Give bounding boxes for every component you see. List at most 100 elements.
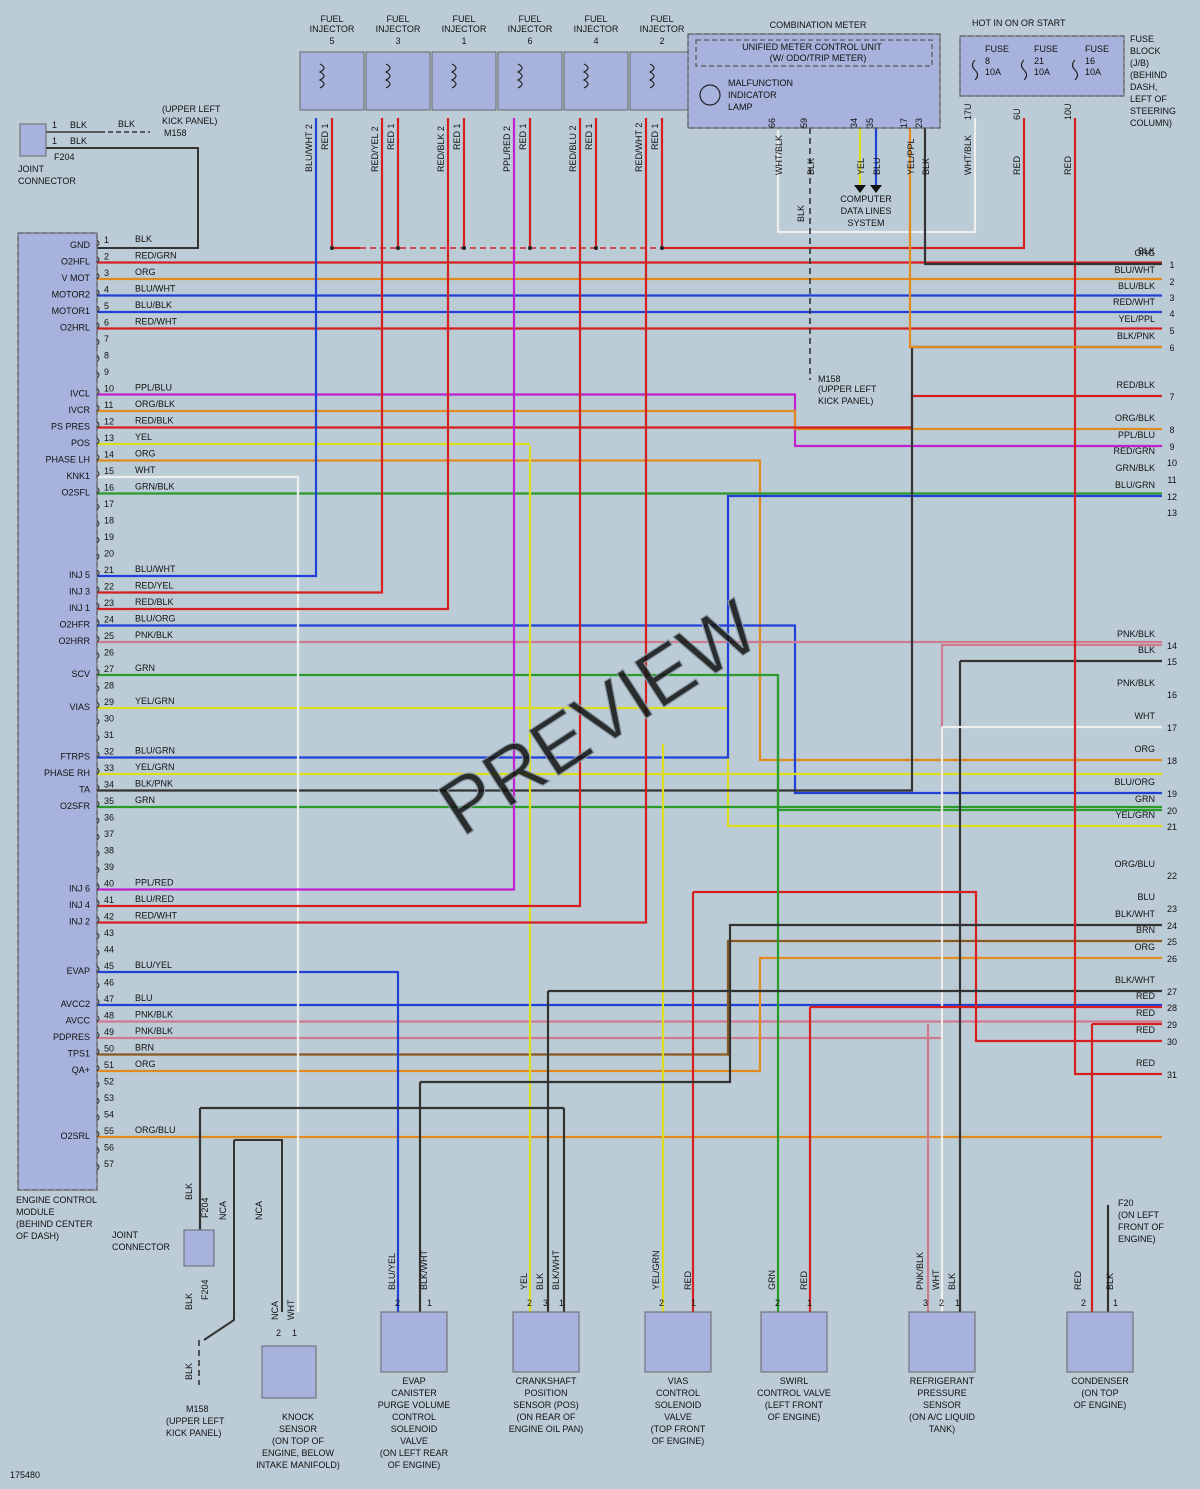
component-label: REFRIGERANT [910,1376,975,1386]
solenoid-coil-icon [450,63,457,89]
ecm-wire-label: RED/WHT [135,317,177,327]
ecm-pin-number: 33 [104,763,114,773]
pin-terminal [96,635,100,643]
ecm-pin-number: 42 [104,912,114,922]
meter-wire: YEL/PPL [906,138,916,175]
fuse-block-label: DASH, [1130,82,1158,92]
component-pin: 1 [427,1298,432,1308]
ecm-pin-number: 36 [104,813,114,823]
right-wire-label: ORG/BLK [1115,413,1155,423]
fuse-wire: RED [1012,155,1022,175]
injector-title: FUEL [386,14,409,24]
ecm-wire-label: BLU/ORG [135,614,176,624]
ecm-wire-label: YEL/GRN [135,762,175,772]
jc-wire: BLK [70,120,87,130]
pin-terminal [96,1031,100,1039]
ecm-wire-label: BLU/YEL [135,960,172,970]
component-pin: 1 [691,1298,696,1308]
right-wire-label: RED [1136,1008,1156,1018]
knock-sensor-label: SENSOR [279,1424,318,1434]
component-label: ENGINE OIL PAN) [509,1424,584,1434]
ecm-pin-number: 12 [104,417,114,427]
pin-terminal [96,289,100,296]
fuse-number: 16 [1085,56,1095,66]
knock-pin: 1 [292,1328,297,1338]
component-wire: BLK [535,1273,545,1290]
pin-terminal [96,784,100,791]
ecm-wire-label: ORG/BLU [135,1125,176,1135]
wire-gnd [46,147,199,249]
component-pin: 1 [955,1298,960,1308]
ecm-pin-number: 9 [104,367,109,377]
pin-terminal [96,734,100,742]
component-label: OF ENGINE) [388,1460,441,1470]
injector-sig-wire: RED/YEL 2 [370,126,380,172]
right-connector-number: 12 [1167,492,1177,502]
injector-pwr-wire: RED 1 [386,123,396,150]
right-connector-number: 13 [1167,508,1177,518]
component-pin: 1 [1113,1298,1118,1308]
ground-f20-loc: (ON LEFT [1118,1210,1160,1220]
ecm-pin-number: 50 [104,1044,114,1054]
right-wire-label: ORG [1134,744,1155,754]
component-pin: 2 [395,1298,400,1308]
ecm-pin-number: 40 [104,879,114,889]
pin-terminal [96,619,100,626]
component-wire: BLK/WHT [419,1249,429,1290]
ecm-pin-name: O2SFL [61,488,90,498]
jc-ground-loc: KICK PANEL) [162,116,217,126]
component-wire: BLK [947,1273,957,1290]
injector-pwr-wire: RED 1 [452,123,462,150]
meter-wire: YEL [856,158,866,175]
right-connector-number: 26 [1167,954,1177,964]
knock-pin: 2 [276,1328,281,1338]
meter-wire: BLK [921,158,931,175]
injector-number: 5 [329,36,334,46]
right-wire-label: BLK/PNK [1117,331,1155,341]
wire-knock-wht [97,475,300,1312]
fuse-block-label: (BEHIND [1130,70,1168,80]
ecm-pin-name: INJ 1 [69,603,90,613]
injector-title: FUEL [584,14,607,24]
component-label: OF ENGINE) [1074,1400,1127,1410]
ecm-pin-name: MOTOR2 [52,290,90,300]
ecm-pin-number: 15 [104,466,114,476]
joint-connector-box [19,123,47,157]
ecm-pin-name: IVCR [68,405,90,415]
component-label: VALVE [400,1436,428,1446]
right-connector-number: 14 [1167,641,1177,651]
injector-sig-wire: PPL/RED 2 [502,126,512,172]
component-label: CONTROL [392,1412,436,1422]
right-wire-label: GRN/BLK [1115,463,1155,473]
right-wire-label: RED/WHT [1113,297,1155,307]
ecm-pin-name: EVAP [67,966,90,976]
ecm-pin-number: 45 [104,961,114,971]
component-pin: 3 [543,1298,548,1308]
fuse-pin: 10U [1063,103,1073,120]
ecm-wire-label: RED/BLK [135,416,174,426]
data-lines-label: COMPUTER [840,194,892,204]
component-wire: WHT [931,1269,941,1290]
ecm-wire-label: GRN/BLK [135,482,175,492]
fuse-pin: 17U [963,103,973,120]
ecm-pin-number: 22 [104,582,114,592]
pin-terminal [96,1081,100,1088]
pin-terminal [96,701,100,709]
ecm-pin-name: O2SFR [60,801,91,811]
right-connector-number: 21 [1167,822,1177,832]
injector-pwr-wire: RED 1 [650,123,660,150]
fuel-injector-box [365,51,431,111]
wires-layer [46,118,1162,1385]
pin-terminal [96,652,100,659]
ecm-pin-number: 38 [104,846,114,856]
component-label: CONDENSER [1071,1376,1129,1386]
right-wire-label: GRN [1135,794,1155,804]
ecm-pin-number: 51 [104,1060,114,1070]
right-connector-number: 1 [1169,260,1174,270]
right-wire-label: WHT [1135,711,1156,721]
ecm-pin-number: 52 [104,1077,114,1087]
component-pin: 1 [807,1298,812,1308]
ecm-label: (BEHIND CENTER [16,1219,93,1229]
wire-knock-shield [203,1140,235,1341]
